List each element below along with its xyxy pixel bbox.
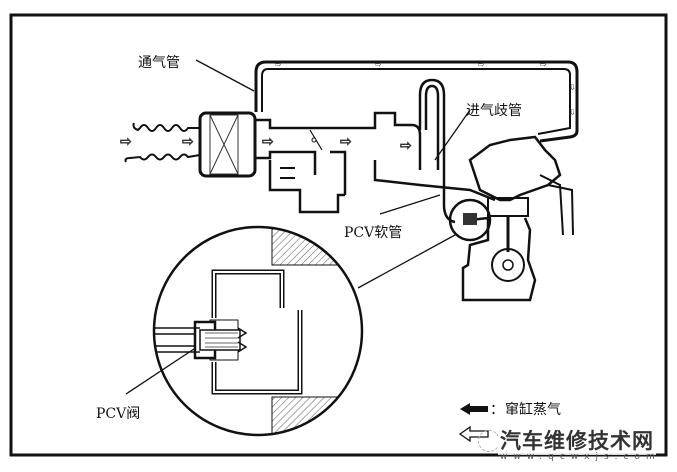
svg-text:⇨: ⇨ (120, 134, 132, 150)
breather-hose (254, 60, 579, 143)
watermark-logo-icon (478, 430, 500, 452)
air-cleaner (198, 111, 257, 178)
intake-duct (255, 111, 422, 195)
breather-flow-arrows: ⇨ ⇨ ⇨ ⇨ ⇩ ⇩ (275, 60, 576, 117)
intake-bellows (124, 122, 201, 163)
svg-text:⇨: ⇨ (182, 134, 194, 150)
intake-manifold (373, 78, 496, 202)
fresh-air-arrows: ⇨ ⇨ ⇨ ⇨ ⇨ (120, 134, 412, 155)
svg-text:⇨: ⇨ (478, 60, 485, 69)
pcv-hose (442, 170, 456, 224)
svg-text:⇨: ⇨ (340, 134, 352, 150)
label-pcv-valve: PCV阀 (96, 406, 141, 422)
figure-frame (9, 13, 668, 457)
svg-text:⇨: ⇨ (275, 60, 282, 69)
svg-text:⇨: ⇨ (262, 134, 274, 150)
label-intake-manifold: 进气歧管 (466, 103, 522, 119)
pcv-valve-small (463, 213, 477, 225)
pcv-valve-callout-circle (448, 198, 492, 242)
watermark-name: 汽车维修技术网 (498, 425, 656, 455)
engine (461, 135, 574, 302)
solid-arrow-left-icon (460, 403, 488, 415)
svg-text:⇩: ⇩ (569, 83, 576, 92)
legend-separator: ： (490, 402, 504, 418)
svg-text:⇨: ⇨ (400, 138, 412, 154)
svg-text:⇨: ⇨ (375, 60, 382, 69)
throttle-body (268, 129, 345, 214)
leader-lines (125, 59, 471, 395)
svg-text:⇩: ⇩ (569, 108, 576, 117)
pcv-valve-detail (152, 225, 364, 437)
label-pcv-hose: PCV软管 (344, 225, 403, 241)
legend-label-blowby: 窜缸蒸气 (505, 402, 561, 418)
svg-text:⇨: ⇨ (540, 60, 547, 69)
watermark-url: www.qcwxjs.com (500, 452, 661, 462)
label-breather-hose: 通气管 (138, 55, 180, 71)
